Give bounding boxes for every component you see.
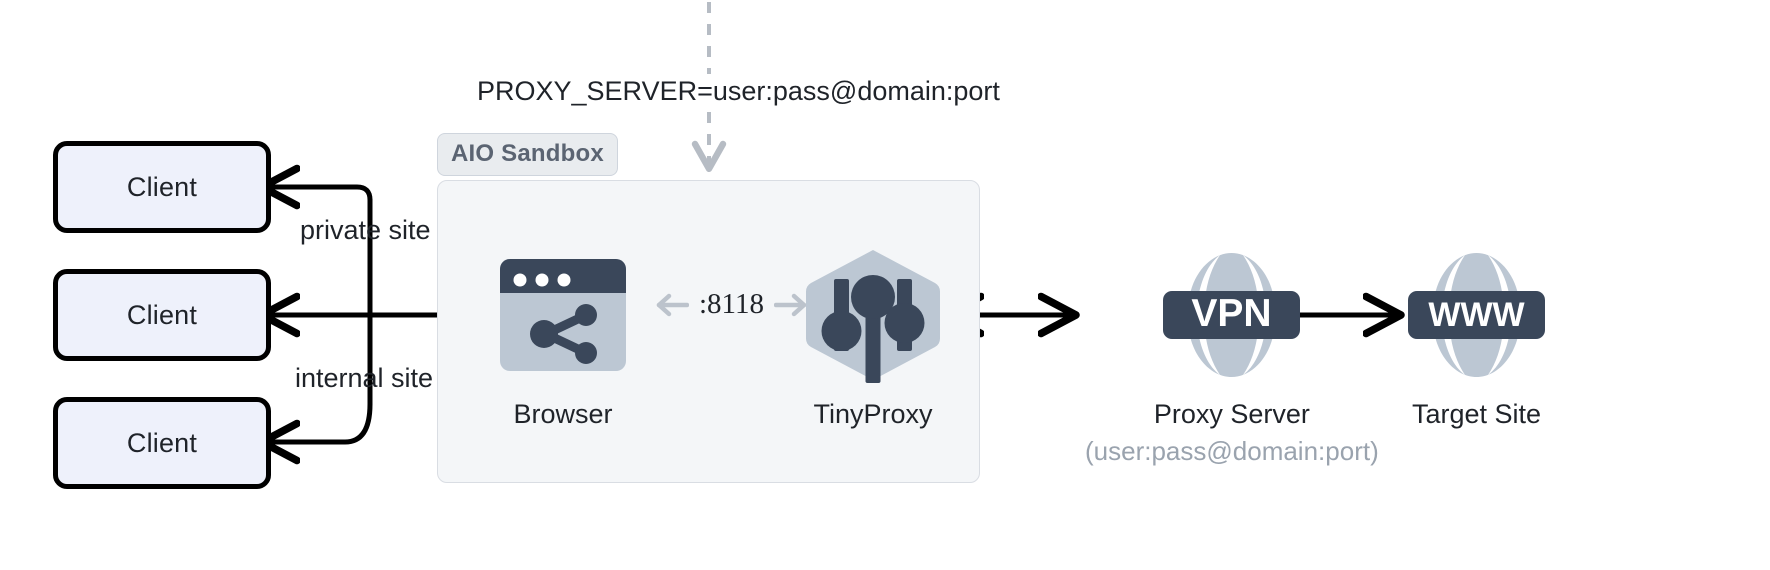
tinyproxy-port-indicator: :8118: [655, 288, 808, 321]
tinyproxy-caption: TinyProxy: [813, 399, 933, 429]
browser-window-share-icon: [500, 259, 626, 371]
client-label: Client: [126, 299, 198, 330]
client-label: Client: [126, 427, 198, 458]
port-number-label: :8118: [699, 288, 764, 320]
proxy-server-node: VPN Proxy Server (user:pass@domain:port): [1085, 247, 1379, 467]
target-site-node: WWW Target Site: [1405, 247, 1548, 430]
arrow-right-icon: [773, 293, 807, 316]
edge-label-private-site: private site: [300, 215, 431, 245]
proxy-server-caption: Proxy Server: [1153, 399, 1310, 429]
globe-vpn-icon: VPN: [1163, 253, 1301, 377]
client-box-2: Client: [53, 269, 271, 361]
vpn-badge-text: VPN: [1192, 292, 1272, 335]
client-box-3: Client: [53, 397, 271, 489]
www-badge-text: WWW: [1428, 296, 1525, 334]
edge-label-internal-site: internal site: [295, 363, 434, 393]
browser-caption: Browser: [513, 399, 613, 429]
target-site-caption: Target Site: [1411, 399, 1542, 429]
tinyproxy-node: TinyProxy: [800, 247, 946, 430]
globe-www-icon: WWW: [1408, 253, 1545, 377]
proxy-server-subcaption: (user:pass@domain:port): [1085, 436, 1379, 466]
client-label: Client: [126, 171, 198, 202]
client-box-1: Client: [53, 141, 271, 233]
hexagon-sliders-icon: [805, 250, 941, 383]
arrow-left-icon: [656, 293, 689, 316]
aio-sandbox-badge: AIO Sandbox: [437, 133, 618, 176]
browser-node: Browser: [494, 247, 632, 430]
proxy-server-env-var-label: PROXY_SERVER=user:pass@domain:port: [471, 74, 1006, 109]
